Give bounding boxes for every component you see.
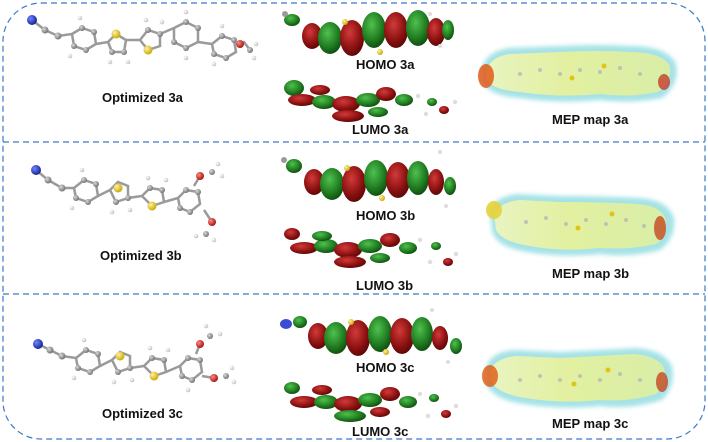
lumo-label-3c: LUMO 3c	[352, 424, 408, 439]
homo-orbitals-3b	[281, 150, 456, 208]
lumo-label-3b: LUMO 3b	[356, 278, 413, 293]
mep-label-3b: MEP map 3b	[552, 266, 629, 281]
mep-map-3a	[478, 45, 677, 102]
optimized-label-3b: Optimized 3b	[100, 248, 182, 263]
optimized-label-3a: Optimized 3a	[102, 90, 184, 105]
homo-label-3a: HOMO 3a	[356, 57, 415, 72]
mep-map-3c	[482, 348, 673, 408]
optimized-atoms-3c	[33, 323, 237, 393]
homo-label-3b: HOMO 3b	[356, 208, 415, 223]
mep-map-3b	[486, 194, 675, 256]
lumo-orbitals-3a	[284, 80, 458, 122]
row-3b: Optimized 3b HOMO 3b	[31, 150, 675, 293]
lumo-orbitals-3c	[284, 382, 459, 422]
optimized-structure-3a	[31, 19, 251, 60]
mep-label-3c: MEP map 3c	[552, 416, 628, 431]
optimized-label-3c: Optimized 3c	[102, 406, 183, 421]
optimized-atoms-3b	[31, 161, 225, 243]
homo-orbitals-3c	[280, 308, 462, 364]
homo-label-3c: HOMO 3c	[356, 360, 415, 375]
optimized-structure-3b	[35, 169, 214, 223]
row-3a: Optimized 3a HOMO 3a	[27, 9, 677, 137]
row-3c: Optimized 3c HOMO 3c	[33, 308, 673, 439]
lumo-label-3a: LUMO 3a	[352, 122, 409, 137]
lumo-orbitals-3b	[284, 228, 459, 268]
homo-orbitals-3a	[282, 10, 454, 56]
optimized-atoms-3a	[27, 9, 259, 67]
optimized-structure-3c	[37, 342, 215, 382]
mep-label-3a: MEP map 3a	[552, 112, 629, 127]
